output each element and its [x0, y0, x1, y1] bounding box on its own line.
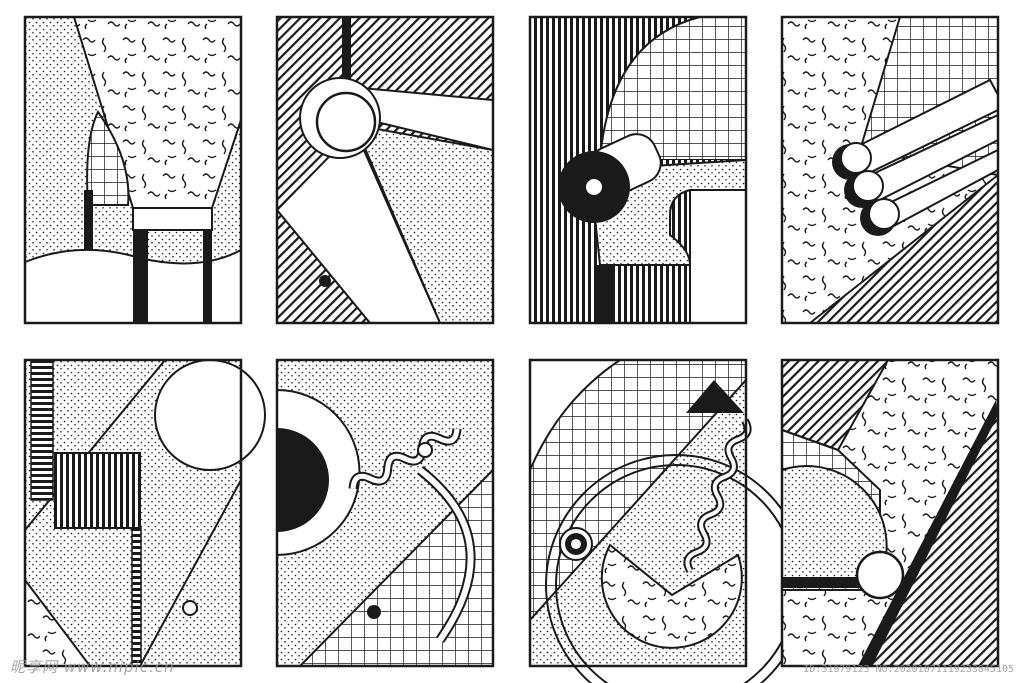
panel-three-cylinders	[780, 15, 1000, 325]
watermark-left: 昵享网 www.nipic.cn	[10, 658, 175, 676]
panel-wheel-and-pipe	[528, 15, 748, 325]
watermark-right: ID:31979123 NO:20201071119233845105	[803, 664, 1014, 675]
panel-eye-and-squiggle	[275, 358, 495, 668]
panel-diagonal-split	[780, 358, 1000, 668]
panel-spotlight-beam	[275, 15, 495, 325]
panel-striped-blocks	[23, 358, 266, 668]
panel-lamp-and-funnel	[23, 15, 243, 325]
panel-pacman-circle	[528, 358, 807, 683]
